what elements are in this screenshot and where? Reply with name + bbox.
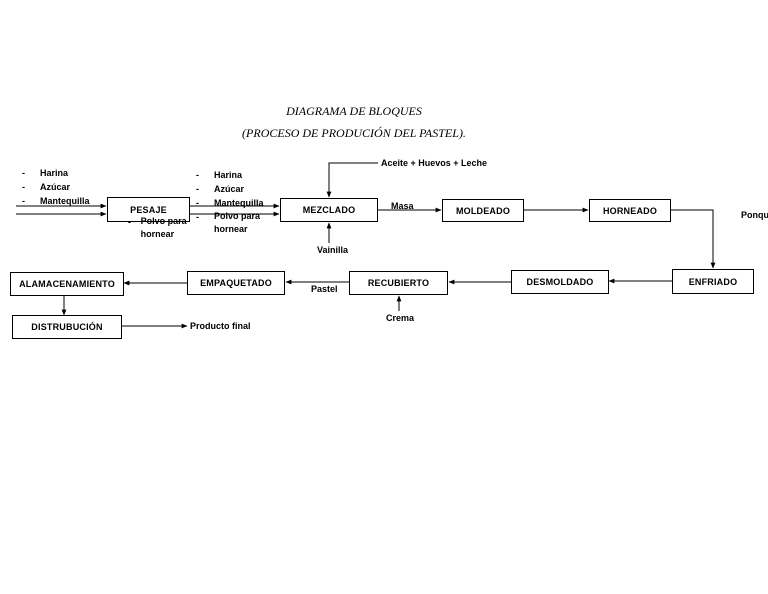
arrow-horneado-enfriado <box>671 209 716 269</box>
block-distribucion: DISTRUBUCIÓN <box>12 315 122 339</box>
label-masa: Masa <box>391 201 414 211</box>
diagram-subtitle: (PROCESO DE PRODUCIÓN DEL PASTEL). <box>242 126 466 140</box>
list-item: -Polvo para hornear <box>196 211 261 234</box>
arrow-aceite-mezclado <box>326 162 378 198</box>
block-almacenamiento: ALAMACENAMIENTO <box>10 272 124 296</box>
list-item: -Harina <box>196 170 243 180</box>
block-empaquetado: EMPAQUETADO <box>187 271 285 295</box>
block-enfriado: ENFRIADO <box>672 269 754 294</box>
pesaje-inputs-list: -Harina -Azúcar -Mantequilla <box>22 166 90 208</box>
pesaje-inputs-list-cont: -Polvo para hornear <box>128 215 198 241</box>
label-pastel: Pastel <box>311 284 338 294</box>
list-item: -Mantequilla <box>22 196 90 206</box>
block-pesaje: PESAJE <box>107 197 190 222</box>
list-item: -Mantequilla <box>196 198 264 208</box>
list-item: -Harina <box>22 168 69 178</box>
list-item: -Azúcar <box>196 184 245 194</box>
label-crema: Crema <box>386 313 415 323</box>
block-mezclado: MEZCLADO <box>280 198 378 222</box>
list-item: -Azúcar <box>22 182 71 192</box>
label-vainilla: Vainilla <box>317 245 349 255</box>
label-ponque: Ponqu <box>741 210 768 220</box>
block-desmoldado: DESMOLDADO <box>511 270 609 294</box>
label-producto-final: Producto final <box>190 321 251 331</box>
block-horneado: HORNEADO <box>589 199 671 222</box>
list-item: -Polvo para hornear <box>128 216 187 239</box>
block-recubierto: RECUBIERTO <box>349 271 448 295</box>
diagram-title: DIAGRAMA DE BLOQUES <box>286 104 422 118</box>
mezclado-inputs-list: -Harina -Azúcar -Mantequilla -Polvo para… <box>196 168 276 236</box>
label-aceite-huevos-leche: Aceite + Huevos + Leche <box>381 158 488 168</box>
block-moldeado: MOLDEADO <box>442 199 524 222</box>
